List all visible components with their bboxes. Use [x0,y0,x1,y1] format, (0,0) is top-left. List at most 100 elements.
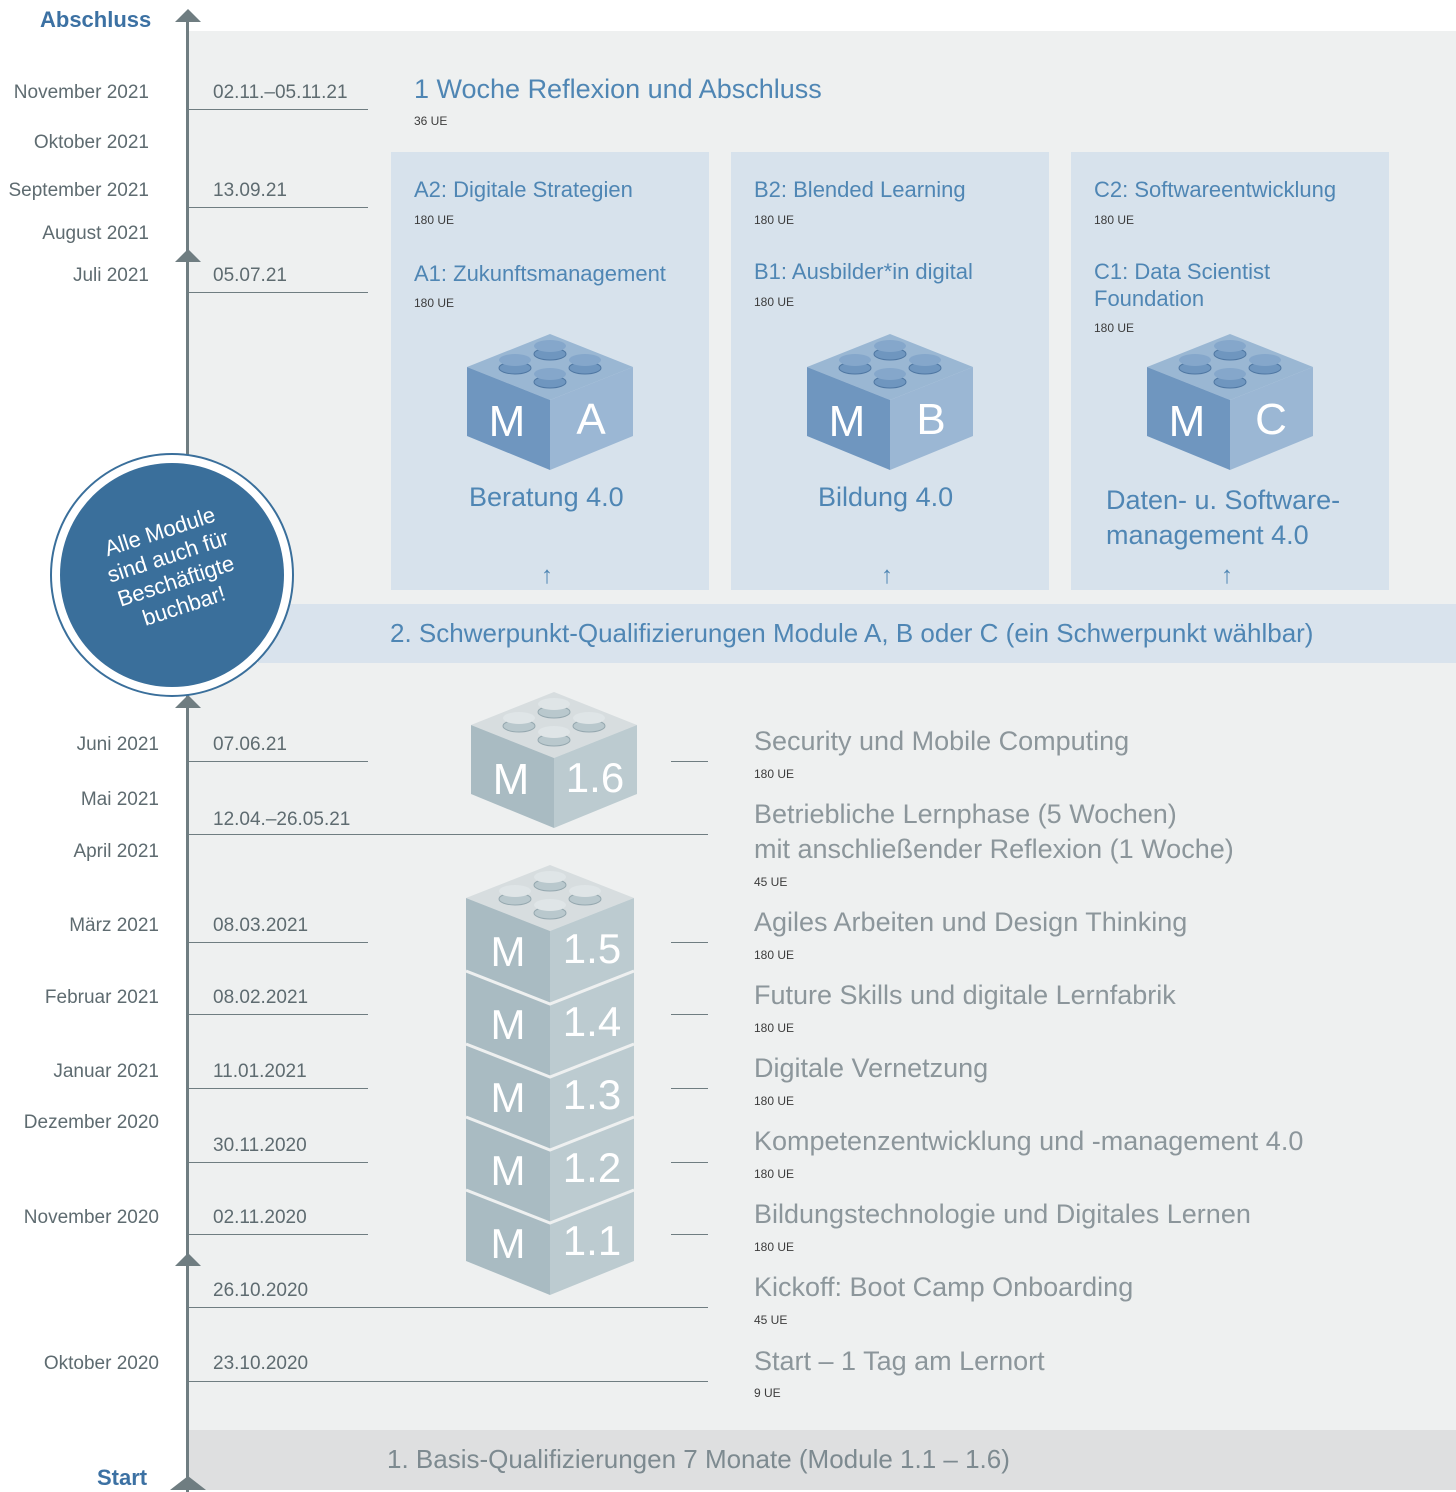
date-label: 13.09.21 [213,180,287,201]
axis-arrow-june-icon [175,695,201,708]
track-b-module-2-ue: 180 UE [754,213,795,227]
month-label: Mai 2021 [80,789,159,810]
brick-1-2-number: 1.2 [563,1144,621,1191]
lower-section-background [187,663,1456,1430]
date-label: 07.06.21 [213,734,287,755]
date-line [187,207,368,208]
module-ue: 45 UE [754,875,788,889]
month-label: Januar 2021 [53,1061,159,1082]
track-b-arrow-up-icon: ↑ [881,562,893,589]
heading-end: Abschluss [40,7,152,32]
module-ue: 180 UE [754,1167,795,1181]
module-title-line2: mit anschließender Reflexion (1 Woche) [754,834,1234,864]
date-label: 08.03.2021 [213,915,309,936]
date-line [187,1234,368,1235]
brick-b-icon: M B [807,334,973,470]
month-label: September 2021 [8,180,150,201]
closing-title: 1 Woche Reflexion und Abschluss [414,74,822,104]
module-title: Kompetenzentwicklung und -management 4.0 [754,1126,1304,1156]
connector-line [671,1088,708,1089]
brick-1-4-number: 1.4 [563,998,621,1045]
module-ue: 180 UE [754,767,795,781]
date-label: 02.11.–05.11.21 [213,82,348,103]
track-a-module-1: A1: Zukunftsmanagement [414,261,666,286]
brick-1-6-m: M [493,755,530,804]
track-b-module-1-ue: 180 UE [754,295,795,309]
month-label: Juli 2021 [72,265,149,286]
module-title: Start – 1 Tag am Lernort [754,1346,1045,1376]
date-line [187,1088,368,1089]
date-label: 12.04.–26.05.21 [213,809,351,830]
connector-line [671,761,708,762]
brick-1-1-m: M [491,1220,526,1267]
basis-qualification-band: 1. Basis-Qualifizierungen 7 Monate (Modu… [187,1430,1456,1490]
month-label: März 2021 [69,915,159,936]
brick-1-3-m: M [491,1074,526,1121]
track-c-arrow-up-icon: ↑ [1221,562,1233,589]
brick-1-4-m: M [491,1001,526,1048]
focus-qualification-band: 2. Schwerpunkt-Qualifizierungen Module A… [258,604,1456,663]
basis-qualification-label: 1. Basis-Qualifizierungen 7 Monate (Modu… [387,1444,1010,1474]
axis-arrow-start-icon [170,1476,206,1490]
track-c-module-1-line1: C1: Data Scientist [1094,259,1271,284]
date-label: 05.07.21 [213,265,287,286]
date-label: 26.10.2020 [213,1280,309,1301]
track-c-module-2: C2: Softwareentwicklung [1094,177,1337,202]
connector-line [671,1234,708,1235]
brick-1-3-number: 1.3 [563,1071,621,1118]
month-label: Dezember 2020 [23,1112,159,1133]
employee-badge: Alle Module sind auch für Beschäftigte b… [50,453,294,697]
track-c-name-line2: management 4.0 [1106,520,1309,550]
module-title: Kickoff: Boot Camp Onboarding [754,1272,1134,1302]
axis-arrow-top-icon [175,9,201,22]
brick-a-icon: M A [467,334,633,470]
connector-line [671,1014,708,1015]
module-ue: 180 UE [754,1094,795,1108]
module-title: Bildungstechnologie und Digitales Lernen [754,1199,1251,1229]
brick-b-m: M [829,397,866,446]
month-label: Oktober 2020 [43,1353,159,1374]
module-ue: 180 UE [754,1021,795,1035]
brick-1-2-m: M [491,1147,526,1194]
date-label: 02.11.2020 [213,1207,307,1228]
module-ue: 180 UE [754,948,795,962]
month-label: August 2021 [42,223,149,244]
track-c-name-line1: Daten- u. Software- [1106,485,1341,515]
closing-ue: 36 UE [414,114,448,128]
brick-1-5-m: M [491,928,526,975]
track-a-name: Beratung 4.0 [469,482,624,512]
module-title: Agiles Arbeiten und Design Thinking [754,907,1188,937]
track-c-module-2-ue: 180 UE [1094,213,1135,227]
timeline-axis [186,18,189,1492]
module-title: Security und Mobile Computing [754,726,1130,756]
month-label: April 2021 [73,841,159,862]
month-label: Februar 2021 [44,987,159,1008]
module-title-line1: Betriebliche Lernphase (5 Wochen) [754,799,1177,829]
month-label: November 2020 [23,1207,159,1228]
date-line [187,761,368,762]
axis-arrow-july-icon [175,249,201,262]
connector-line [671,942,708,943]
date-line [187,942,368,943]
module-ue: 45 UE [754,1313,788,1327]
date-line [187,1381,708,1382]
track-a-arrow-up-icon: ↑ [541,562,553,589]
module-ue: 180 UE [754,1240,795,1254]
month-label: Juni 2021 [76,734,159,755]
date-line [187,1014,368,1015]
month-label: November 2021 [13,82,149,103]
connector-line [671,1162,708,1163]
date-label: 23.10.2020 [213,1353,309,1374]
track-b-name: Bildung 4.0 [818,482,954,512]
date-label: 30.11.2020 [213,1135,307,1156]
brick-b-letter: B [916,395,945,444]
brick-c-m: M [1169,397,1206,446]
track-a-module-2: A2: Digitale Strategien [414,177,633,202]
module-ue: 9 UE [754,1386,781,1400]
brick-c-icon: M C [1147,334,1313,470]
track-b-module-1: B1: Ausbilder*in digital [754,259,973,284]
brick-c-letter: C [1255,395,1287,444]
month-label: Oktober 2021 [33,132,149,153]
track-c-module-1-line2: Foundation [1094,286,1205,311]
module-title: Future Skills und digitale Lernfabrik [754,980,1176,1010]
